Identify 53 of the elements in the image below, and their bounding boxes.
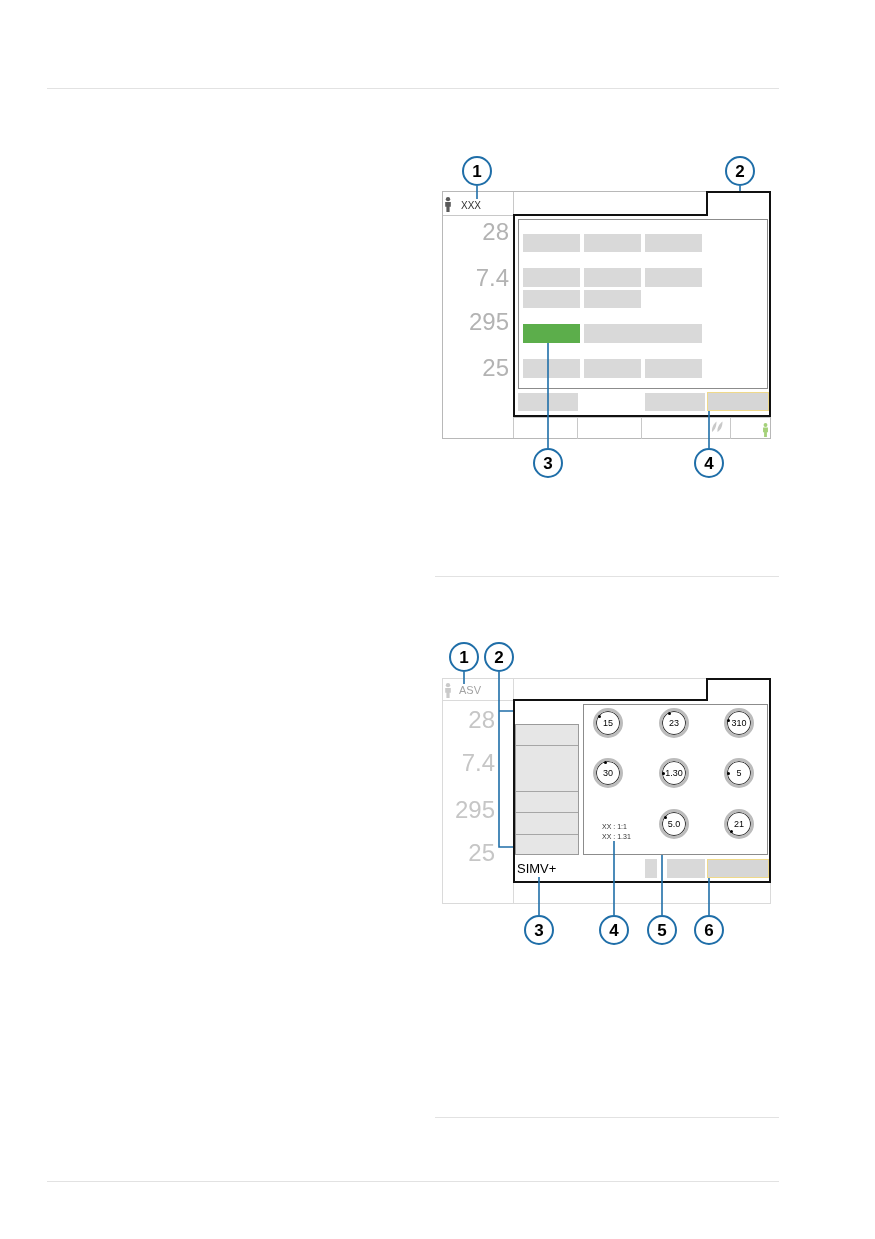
monitoring-value: 7.4 [460, 749, 495, 777]
leader-line [739, 185, 741, 192]
focused-button [707, 392, 769, 411]
monitoring-value: 295 [453, 796, 495, 824]
leader-line [708, 877, 710, 916]
callout-number: 1 [449, 642, 479, 672]
leader-line [498, 671, 514, 848]
mode-window [513, 678, 771, 883]
leader-line [708, 410, 710, 449]
setting-dial [724, 758, 754, 788]
setting-dial [659, 708, 689, 738]
callout-number: 2 [484, 642, 514, 672]
monitoring-value: 28 [481, 218, 509, 246]
callout-number: 6 [694, 915, 724, 945]
setting-dial [724, 809, 754, 839]
dial-value: 310 [730, 718, 748, 728]
leader-line [476, 185, 478, 200]
callout-number: 1 [462, 156, 492, 186]
monitoring-value: 7.4 [474, 264, 509, 292]
header-label: XXX [461, 199, 485, 212]
setting-dial [659, 758, 689, 788]
dial-value: 15 [602, 718, 614, 728]
callout-number: 4 [694, 448, 724, 478]
mode-window [513, 191, 771, 417]
dial-value: 21 [733, 819, 745, 829]
mode-label: ASV [459, 684, 483, 697]
dial-value: 1.30 [665, 768, 683, 778]
monitoring-value: 25 [481, 354, 509, 382]
setting-dial [593, 708, 623, 738]
setting-dial [659, 809, 689, 839]
leader-line [661, 854, 663, 916]
monitoring-value: 295 [467, 308, 509, 336]
leader-line [613, 840, 615, 916]
dial-value: 5 [735, 768, 743, 778]
settings-panel [583, 704, 768, 855]
leader-line [463, 671, 465, 685]
monitoring-value: 25 [467, 839, 495, 867]
callout-number: 2 [725, 156, 755, 186]
mode-label: SIMV+ [517, 861, 559, 877]
dial-value: 23 [668, 718, 680, 728]
setting-dial [593, 758, 623, 788]
leader-line [538, 876, 540, 916]
leader-line [547, 342, 549, 449]
focused-button [707, 859, 769, 878]
callout-number: 3 [533, 448, 563, 478]
selected-button [523, 324, 580, 343]
callout-number: 4 [599, 915, 629, 945]
monitoring-value: 28 [467, 706, 495, 734]
dial-value: 30 [602, 768, 614, 778]
callout-number: 3 [524, 915, 554, 945]
dial-value: 5.0 [666, 819, 682, 829]
callout-number: 5 [647, 915, 677, 945]
setting-dial [724, 708, 754, 738]
